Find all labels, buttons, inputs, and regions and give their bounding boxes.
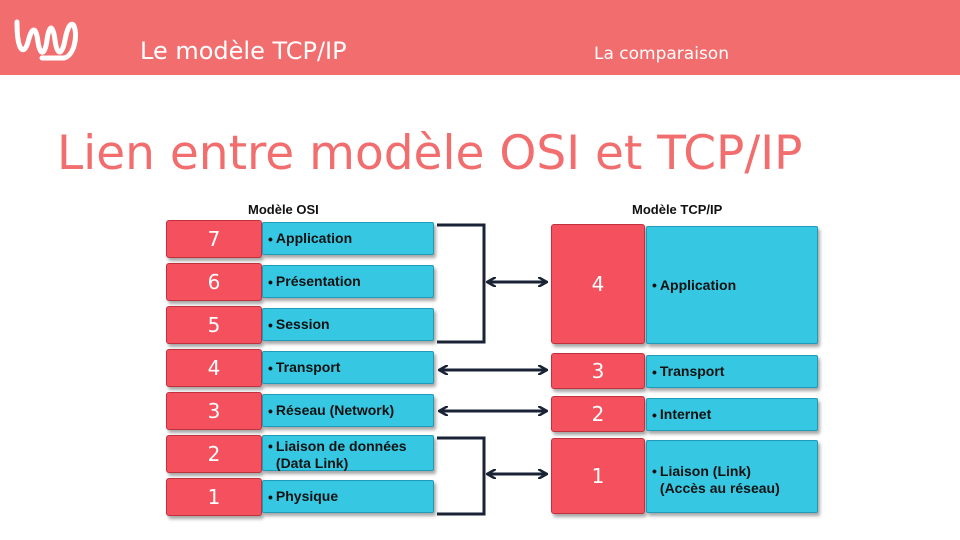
header-title: Le modèle TCP/IP: [140, 37, 347, 65]
tcpip-layer-2-name: Internet: [659, 406, 712, 422]
bullet: •: [268, 402, 273, 419]
osi-layer-1-name: Physique: [275, 488, 339, 504]
tcpip-layer-1-number: 1: [551, 438, 645, 514]
tcpip-layer-4-label: •Application: [646, 226, 818, 344]
slide-title: Lien entre modèle OSI et TCP/IP: [57, 126, 803, 181]
osi-layer-3-number: 3: [166, 392, 262, 430]
bullet: •: [268, 316, 273, 333]
osi-lower-bracket: [437, 436, 486, 516]
osi-title: Modèle OSI: [248, 202, 319, 217]
osi-layer-2-name: Liaison de données (Data Link): [275, 438, 407, 471]
bullet: •: [652, 363, 657, 380]
bullet: •: [268, 359, 273, 376]
tcpip-layer-4-number: 4: [551, 224, 645, 344]
tcpip-layer-4-name: Application: [659, 276, 737, 293]
osi-layer-6-name: Présentation: [275, 273, 361, 289]
osi-layer-6-label: •Présentation: [262, 265, 434, 298]
tcpip-layer-3-name: Transport: [659, 363, 725, 379]
bullet: •: [268, 230, 273, 247]
tcpip-layer-1-name: Liaison (Link) (Accès au réseau): [659, 463, 780, 496]
osi-layer-4-number: 4: [166, 349, 262, 387]
osi-layer-1-number: 1: [166, 478, 262, 516]
tcpip-layer-3-number: 3: [551, 353, 645, 389]
header-bar: Le modèle TCP/IP La comparaison: [0, 0, 960, 75]
bullet: •: [268, 488, 273, 505]
bullet: •: [652, 406, 657, 423]
osi-layer-5-label: •Session: [262, 308, 434, 341]
bullet: •: [652, 463, 657, 479]
bullet: •: [268, 273, 273, 290]
osi-layer-1-label: •Physique: [262, 480, 434, 513]
osi-layer-3-label: •Réseau (Network): [262, 394, 434, 427]
osi-upper-bracket: [437, 223, 486, 344]
osi-layer-4-label: •Transport: [262, 351, 434, 384]
osi-layer-2-number: 2: [166, 435, 262, 473]
osi-layer-7-name: Application: [275, 230, 353, 246]
osi-layer-2-label: •Liaison de données (Data Link): [262, 435, 434, 471]
osi-layer-5-number: 5: [166, 306, 262, 344]
wave-logo-icon: [14, 19, 79, 61]
osi-layer-5-name: Session: [275, 316, 330, 332]
bullet: •: [652, 277, 657, 293]
osi-layer-3-name: Réseau (Network): [275, 402, 395, 418]
osi-layer-7-number: 7: [166, 220, 262, 258]
tcpip-title: Modèle TCP/IP: [632, 202, 723, 217]
tcpip-layer-3-label: •Transport: [646, 355, 818, 388]
bullet: •: [268, 438, 273, 454]
tcpip-layer-2-label: •Internet: [646, 398, 818, 431]
tcpip-layer-1-label: •Liaison (Link) (Accès au réseau): [646, 440, 818, 513]
tcpip-layer-2-number: 2: [551, 396, 645, 432]
osi-layer-4-name: Transport: [275, 359, 341, 375]
osi-layer-7-label: •Application: [262, 222, 434, 255]
header-subtitle: La comparaison: [594, 44, 729, 64]
osi-layer-6-number: 6: [166, 263, 262, 301]
